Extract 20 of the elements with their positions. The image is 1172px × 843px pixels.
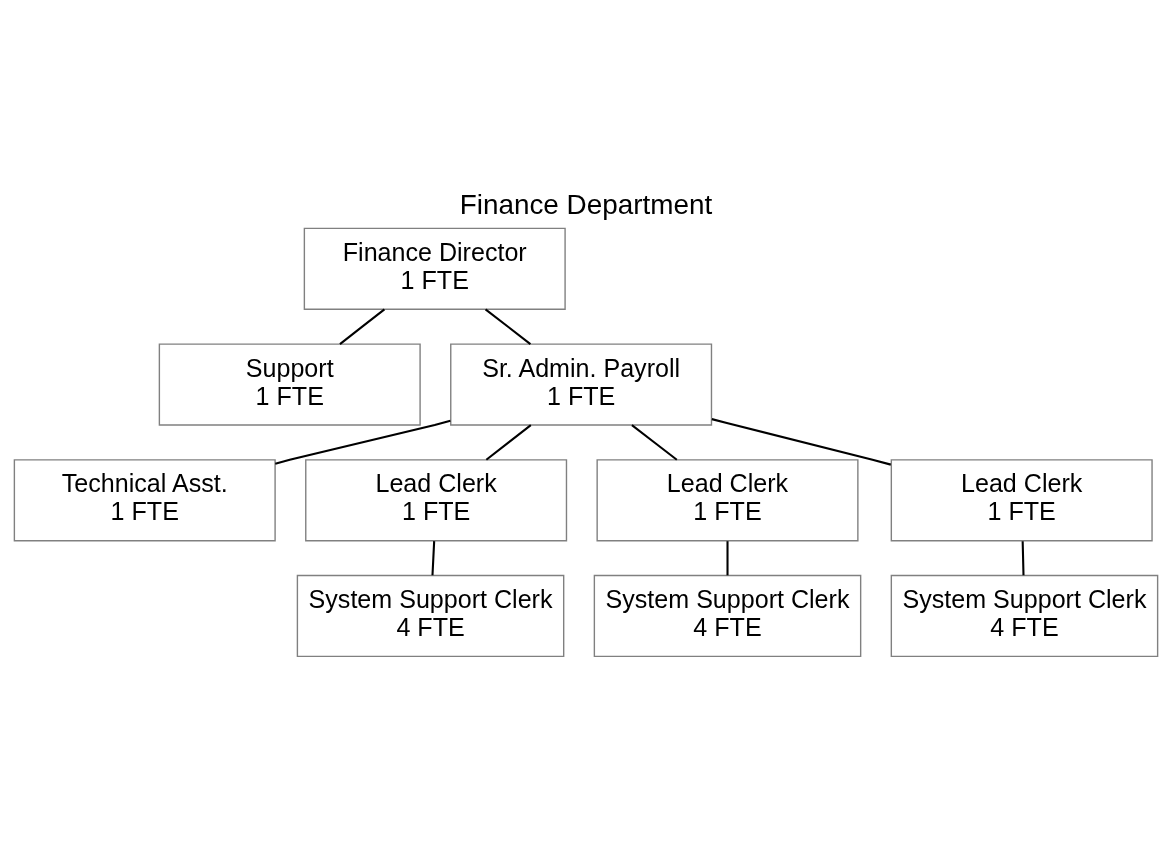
- connector: [431, 541, 436, 576]
- connector: [339, 308, 386, 345]
- node-box: Lead Clerk 1 FTE: [305, 459, 568, 542]
- connector: [711, 418, 892, 466]
- node-box: System Support Clerk 4 FTE: [296, 574, 565, 658]
- connector: [275, 419, 451, 465]
- connector: [726, 541, 729, 576]
- node-box: System Support Clerk 4 FTE: [593, 574, 862, 658]
- connector: [1021, 541, 1025, 576]
- node-box: Support 1 FTE: [158, 343, 421, 426]
- connector: [485, 424, 532, 461]
- node-box: Lead Clerk 1 FTE: [596, 459, 859, 542]
- node-box: System Support Clerk 4 FTE: [890, 574, 1159, 658]
- node-box: Finance Director 1 FTE: [303, 227, 566, 310]
- node-box: Lead Clerk 1 FTE: [890, 459, 1153, 542]
- node-box: Sr. Admin. Payroll 1 FTE: [450, 343, 713, 426]
- connector: [631, 424, 678, 461]
- connector: [484, 308, 532, 345]
- node-box: Technical Asst. 1 FTE: [13, 459, 276, 542]
- diagram-title: Finance Department: [459, 189, 713, 221]
